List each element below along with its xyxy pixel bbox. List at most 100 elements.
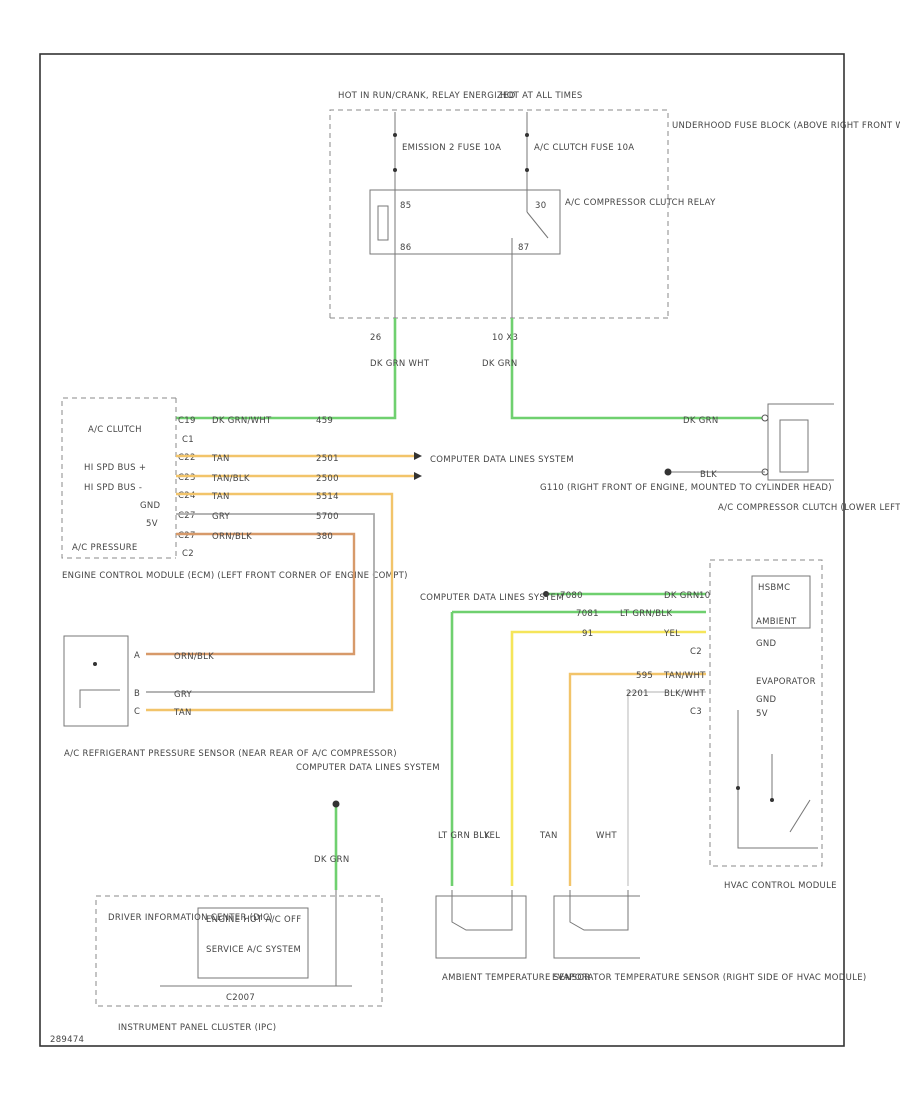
evap-sensor-element [569, 890, 629, 931]
ecm-ac-pressure-label: A/C PRESSURE [72, 543, 138, 553]
ipc-outline [95, 895, 383, 1007]
arrow-bus-minus-icon [414, 472, 422, 480]
dic-message-service-ac: SERVICE A/C SYSTEM [206, 945, 301, 955]
wire-num-5514: 5514 [316, 492, 339, 502]
sensor-pin-c: C [134, 707, 140, 717]
computer-data-lines-label-1: COMPUTER DATA LINES SYSTEM [430, 455, 574, 465]
wire-label-tan-1: TAN [211, 454, 230, 464]
clutch-pin-a [761, 414, 769, 422]
wire-orn-blk-signal [146, 532, 356, 656]
hvac-5v-label: 5V [756, 709, 768, 719]
wire-label-wht-vertical: WHT [596, 831, 617, 841]
relay-pin-85: 85 [400, 201, 411, 211]
wire-num-5700: 5700 [316, 512, 339, 522]
wire-label-dkgrn-right: DK GRN [482, 359, 517, 369]
computer-data-lines-label-2: COMPUTER DATA LINES SYSTEM [420, 593, 564, 603]
ecm-c1-label: C1 [182, 435, 194, 445]
ecm-hs-bus-minus-label: HI SPD BUS - [84, 483, 142, 493]
emission-fuse-dot-top [393, 133, 397, 137]
wire-label-dkgrn-wht-ecm: DK GRN/WHT [212, 416, 272, 426]
hvac-gnd-label: GND [756, 639, 777, 649]
wire-label-gry: GRY [212, 512, 231, 522]
ecm-pin-c23: C23 [178, 473, 196, 483]
ecm-pin-c24: C24 [178, 491, 196, 501]
hvac-pin-10: 10 [699, 591, 710, 601]
connector-26: 26 [370, 333, 381, 343]
underhood-fuse-block-label: UNDERHOOD FUSE BLOCK (ABOVE RIGHT FRONT … [672, 121, 900, 131]
ground-g110-icon [664, 468, 672, 476]
wire-num-2500: 2500 [316, 474, 339, 484]
pressure-sensor-box [63, 635, 129, 727]
hvac-data-block [751, 575, 811, 629]
hvac-c2-label: C2 [690, 647, 702, 657]
ac-compressor-clutch-label: A/C COMPRESSOR CLUTCH (LOWER LEFT FRONT … [718, 503, 900, 513]
wire-label-blk-wht: BLK/WHT [664, 689, 706, 699]
wire-gry-low-reference [146, 513, 375, 693]
wire-label-dkgrn-clutch: DK GRN [683, 416, 718, 426]
hvac-data-2201: 2201 [626, 689, 649, 699]
wire-label-tan-blk: TAN/BLK [211, 474, 250, 484]
hot-in-run-label: HOT IN RUN/CRANK, RELAY ENERGIZED [338, 91, 516, 101]
wire-label-dkgrn-hvac: DK GRN [664, 591, 699, 601]
arrow-bus-plus-icon [414, 452, 422, 460]
evap-sensor-label: EVAPORATOR TEMPERATURE SENSOR (RIGHT SID… [552, 973, 866, 983]
ecm-5v-label: 5V [146, 519, 158, 529]
ambient-sensor-box [435, 895, 527, 959]
hot-at-all-times-label: HOT AT ALL TIMES [500, 91, 583, 101]
hvac-internal-dot-2 [770, 798, 774, 802]
pressure-sensor-dot [93, 662, 97, 666]
pressure-sensor-label: A/C REFRIGERANT PRESSURE SENSOR (NEAR RE… [64, 749, 397, 759]
hvac-data-7080: 7080 [560, 591, 583, 601]
ground-g110-label: G110 (RIGHT FRONT OF ENGINE, MOUNTED TO … [540, 483, 832, 493]
wire-label-tan-wht: TAN/WHT [663, 671, 706, 681]
ambient-sensor-element [451, 890, 513, 931]
ecm-pin-c22: C22 [178, 453, 196, 463]
wire-dkgrn-wht-ecm [176, 318, 397, 420]
hvac-internal-switch [789, 799, 811, 833]
relay-pin-30: 30 [535, 201, 546, 211]
hvac-hsbmc-label: HSBMC [758, 583, 790, 593]
wire-label-dkgrn-ipc: DK GRN [314, 855, 349, 865]
wire-wht-evap [627, 691, 706, 886]
clutch-coil [779, 419, 809, 473]
hvac-module-outline [709, 559, 823, 867]
ecm-gnd-label: GND [140, 501, 161, 511]
ecm-hs-bus-plus-label: HI SPD BUS + [84, 463, 146, 473]
wire-label-sensor-orn-blk: ORN/BLK [174, 652, 214, 662]
ac-clutch-fuse-dot-top [525, 133, 529, 137]
sensor-pin-b: B [134, 689, 140, 699]
hvac-data-splice-icon [543, 591, 549, 597]
wire-label-tan-2: TAN [211, 492, 230, 502]
wire-label-ltgrn-blk-vertical: LT GRN BLK [438, 831, 490, 841]
diagram-frame [39, 53, 845, 1047]
ipc-name-label: INSTRUMENT PANEL CLUSTER (IPC) [118, 1023, 276, 1033]
hvac-data-7081: 7081 [576, 609, 599, 619]
wire-dkgrn-clutch [510, 318, 765, 420]
wire-label-ltgrn-blk: LT GRN/BLK [620, 609, 672, 619]
wire-label-sensor-tan: TAN [173, 708, 192, 718]
relay-switch-blade [526, 211, 549, 239]
wire-label-yel: YEL [663, 629, 680, 639]
hvac-internal-dot-1 [736, 786, 740, 790]
computer-data-lines-label-3: COMPUTER DATA LINES SYSTEM [296, 763, 440, 773]
ac-clutch-fuse-label: A/C CLUTCH FUSE 10A [534, 143, 634, 153]
dic-message-box [197, 907, 309, 979]
emission-fuse-dot-bottom [393, 168, 397, 172]
wire-num-380: 380 [316, 532, 333, 542]
wire-tan-5v-reference [146, 492, 394, 712]
wire-tan-evap [568, 672, 706, 886]
wire-label-yel-vertical: YEL [483, 831, 500, 841]
ac-clutch-fuse-dot-bottom [525, 168, 529, 172]
ambient-sensor-label: AMBIENT TEMPERATURE SENSOR [442, 973, 591, 983]
ecm-ac-clutch-label: A/C CLUTCH [88, 425, 142, 435]
hvac-internal-circuit [737, 710, 818, 849]
emission-fuse-label: EMISSION 2 FUSE 10A [402, 143, 501, 153]
hvac-c3-label: C3 [690, 707, 702, 717]
evap-sensor-box [553, 895, 640, 959]
wire-label-tan-vertical: TAN [539, 831, 558, 841]
ecm-outline [61, 397, 176, 559]
figure-id: 289474 [50, 1035, 84, 1045]
ecm-pin-c27b: C27 [178, 531, 196, 541]
ac-compressor-relay-box [369, 189, 561, 255]
wire-label-sensor-gry: GRY [174, 690, 193, 700]
